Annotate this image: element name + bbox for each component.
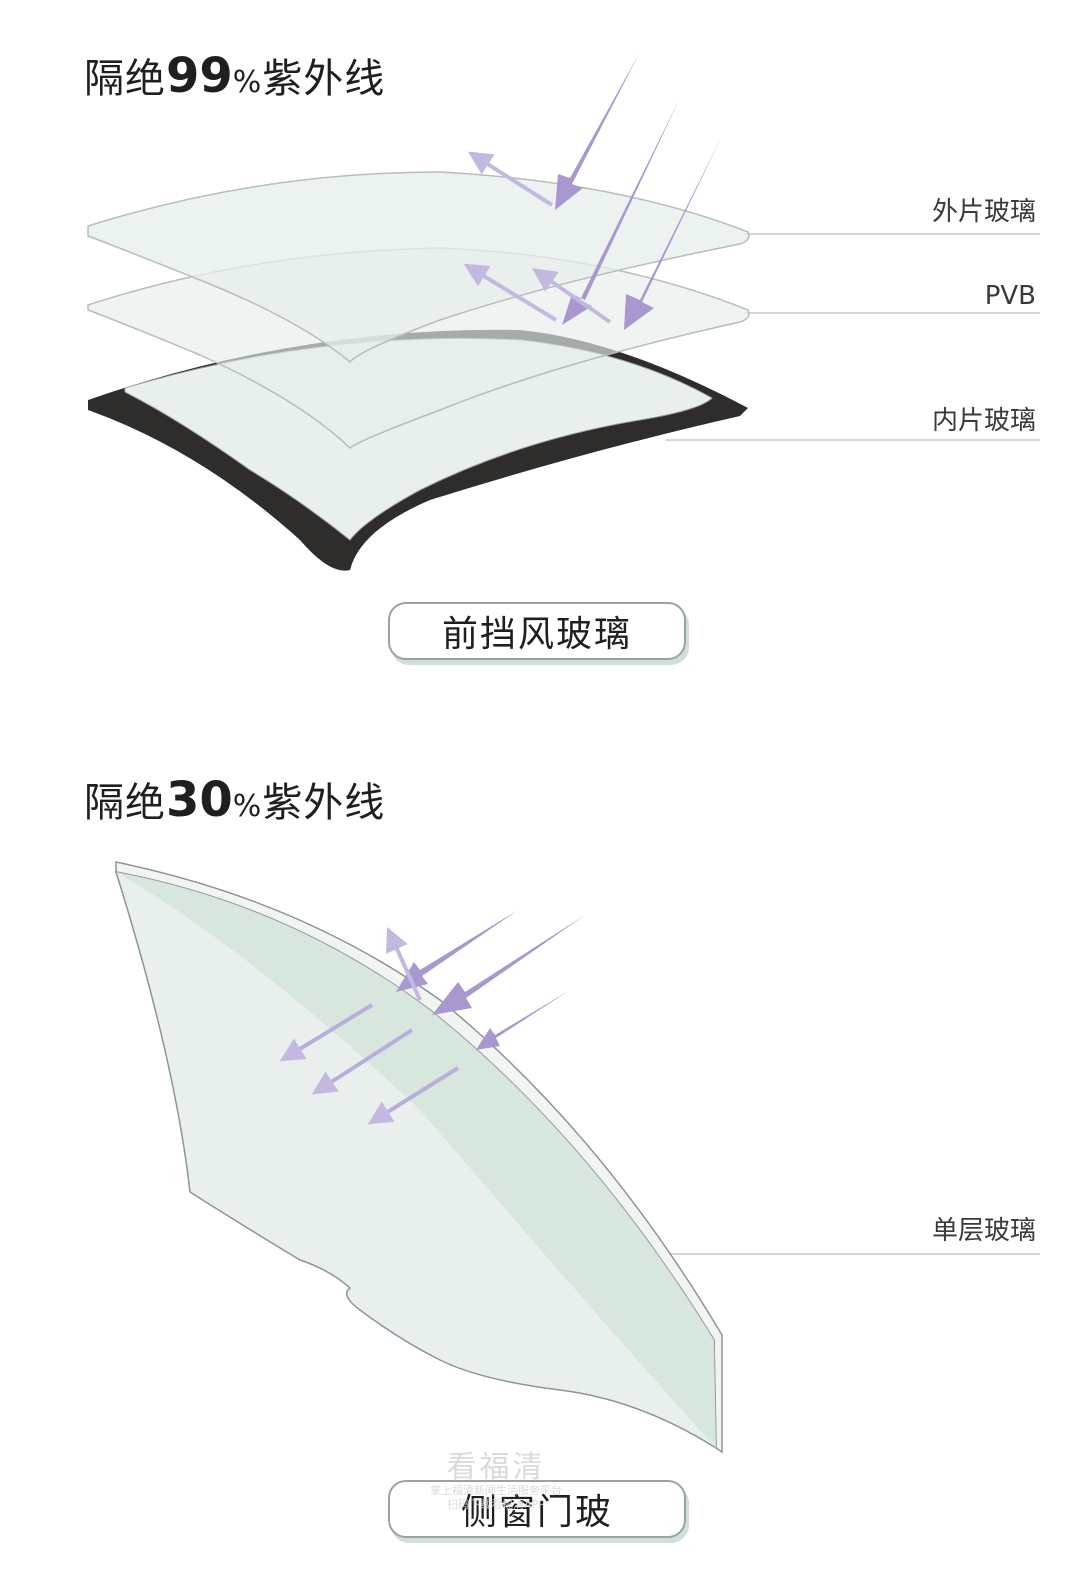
watermark: 看福清 掌上福清新闻生活服务平台 扫码下载看福清APP: [430, 1452, 562, 1512]
headline-front: 隔绝99%紫外线: [84, 52, 385, 107]
reflected-arrow-icon: [386, 927, 422, 1001]
reflected-arrow-icon: [463, 263, 558, 322]
uv-arrow-icon: [432, 915, 585, 1015]
headline-side: 隔绝30%紫外线: [84, 776, 385, 831]
side-glass-pane: [114, 871, 717, 1450]
headline-side-prefix: 隔绝: [84, 780, 166, 826]
reflected-arrow-icon: [532, 268, 612, 324]
headline-side-number: 30: [166, 772, 233, 828]
watermark-line1: 掌上福清新闻生活服务平台: [430, 1484, 562, 1497]
headline-front-number: 99: [166, 48, 233, 104]
uv-arrow-icon: [562, 98, 680, 325]
headline-front-suffix: 紫外线: [262, 56, 386, 102]
transmitted-arrow-icon: [367, 1066, 460, 1125]
reflected-arrow-icon: [467, 151, 554, 207]
headline-side-percent: %: [232, 789, 263, 824]
uv-arrow-icon: [476, 990, 570, 1050]
transmitted-arrow-icon: [279, 1003, 374, 1062]
uv-arrow-icon: [624, 136, 722, 330]
caption-side-window: 侧窗门玻: [388, 1480, 686, 1538]
caption-front-text: 前挡风玻璃: [441, 614, 632, 655]
watermark-line2: 扫码下载看福清APP: [447, 1498, 545, 1511]
label-single-glass: 单层玻璃: [931, 1216, 1036, 1246]
label-outer-glass: 外片玻璃: [931, 197, 1036, 227]
uv-arrow-icon: [396, 910, 518, 992]
caption-front-windshield: 前挡风玻璃: [388, 602, 686, 660]
headline-front-prefix: 隔绝: [84, 56, 166, 102]
watermark-main: 看福清: [446, 1450, 546, 1485]
headline-front-percent: %: [232, 65, 263, 100]
uv-arrow-icon: [555, 52, 640, 210]
headline-side-suffix: 紫外线: [262, 780, 386, 826]
transmitted-arrow-icon: [311, 1028, 414, 1095]
outer-glass-layer: [87, 171, 750, 364]
label-pvb: PVB: [984, 281, 1036, 311]
caption-side-text: 侧窗门玻: [460, 1492, 613, 1533]
label-inner-glass: 内片玻璃: [931, 406, 1036, 436]
